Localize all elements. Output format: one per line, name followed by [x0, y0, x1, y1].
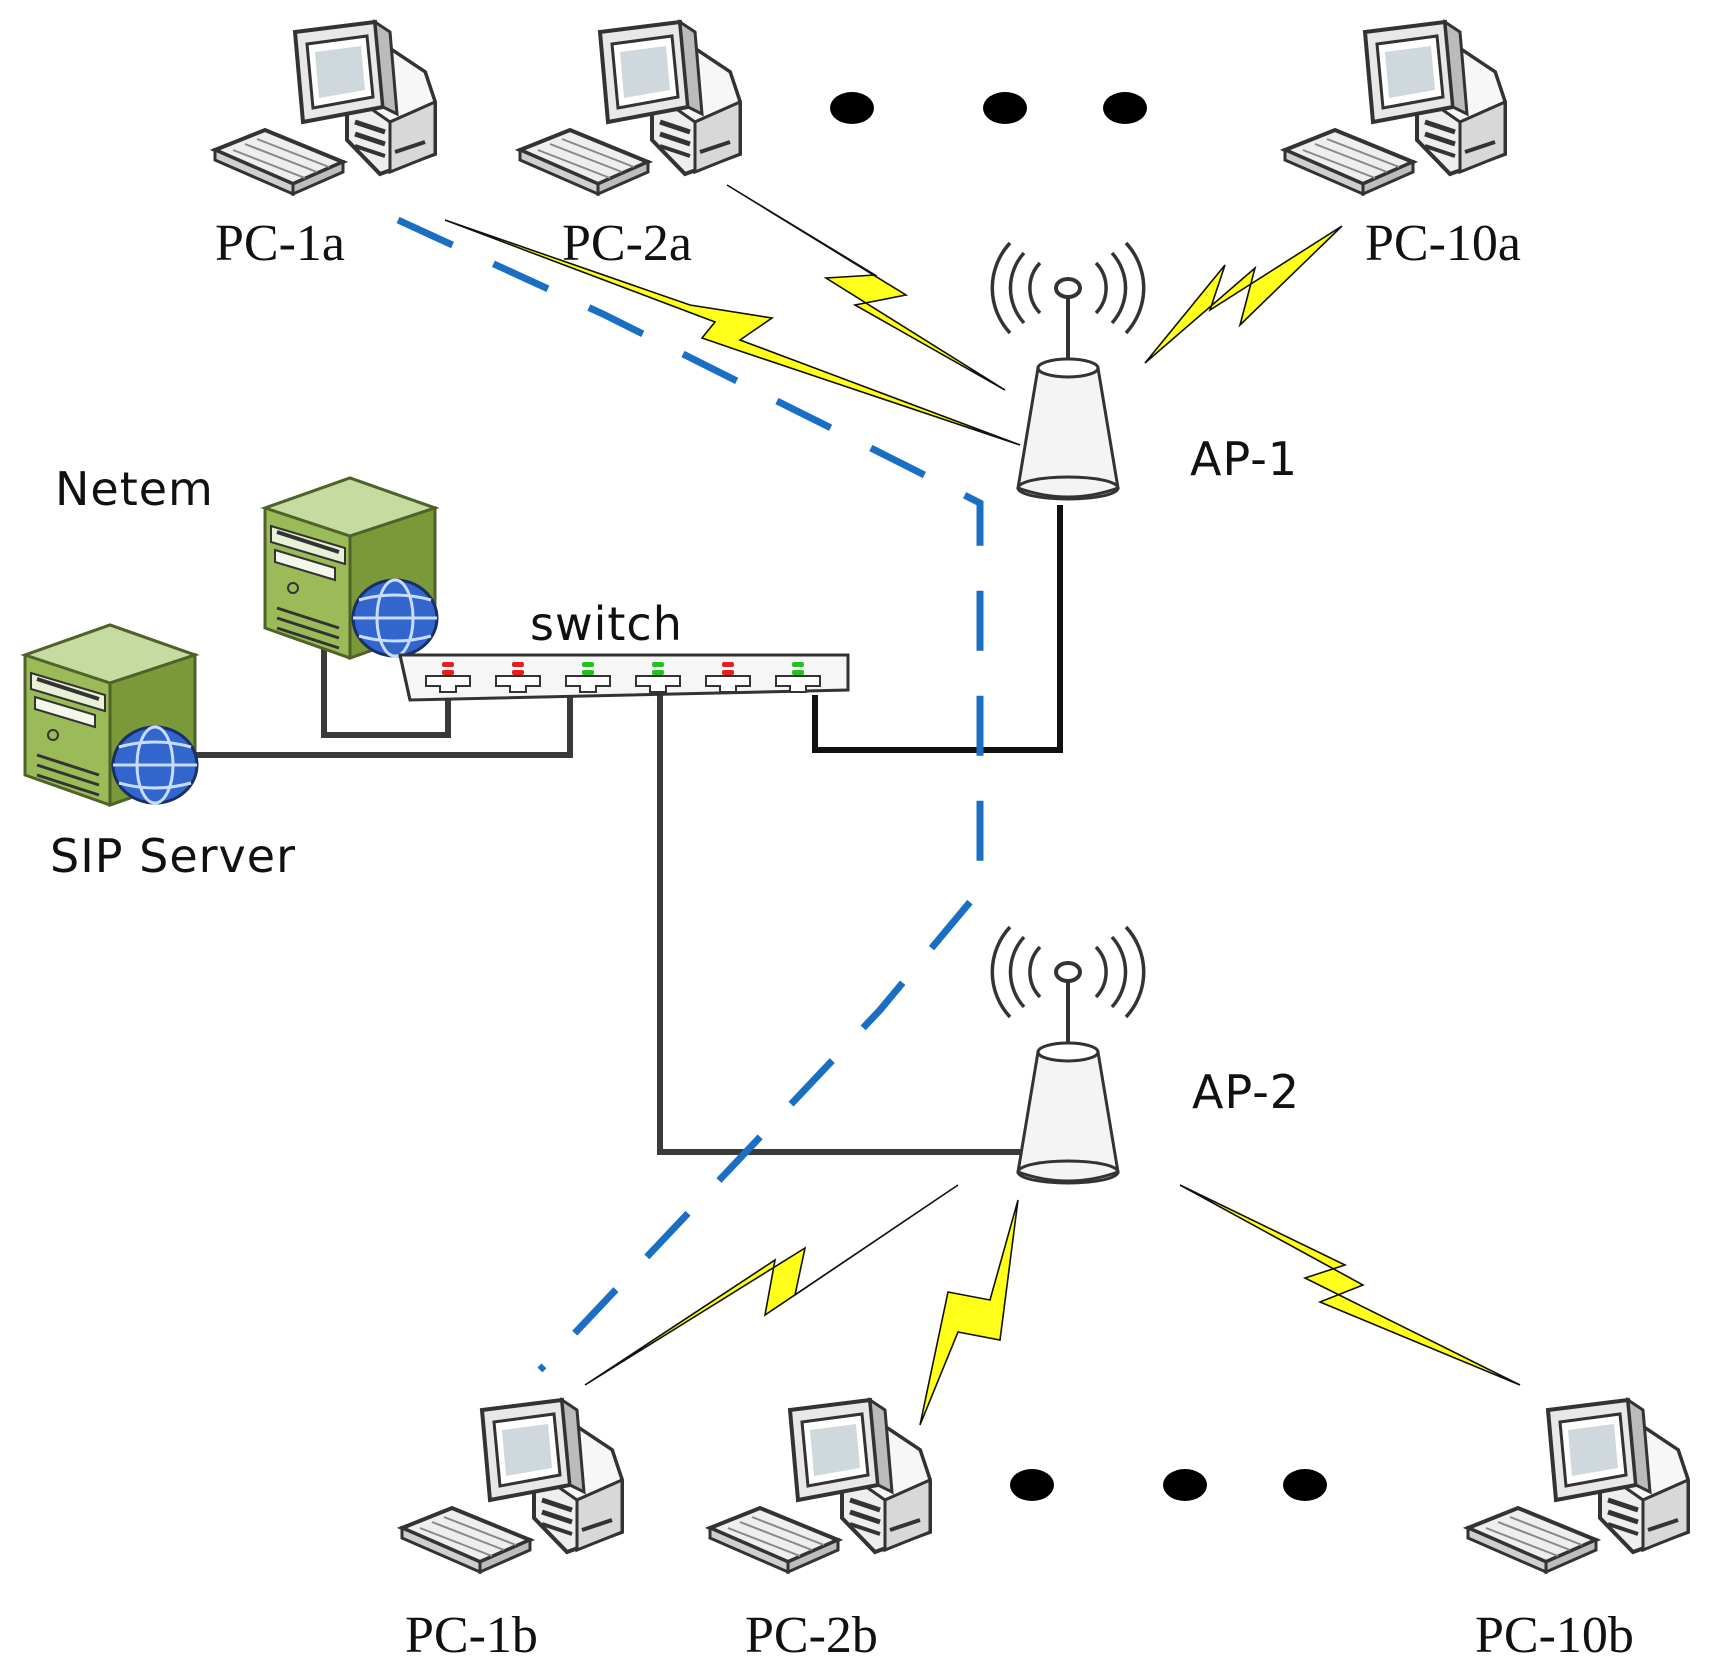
pc-10a-label: PC-10a [1365, 215, 1521, 272]
switch-port-4[interactable] [635, 662, 681, 693]
more-pcs-ellipsis-bottom [1010, 1469, 1327, 1501]
wireless-link-pc10a-ap1 [1144, 225, 1343, 364]
switch-port-led [512, 662, 524, 667]
pc-10b-label: PC-10b [1475, 1607, 1634, 1664]
pc-2a-icon[interactable] [520, 22, 740, 194]
roaming-path [396, 216, 984, 1373]
switch-to-ap2-cable [657, 695, 1030, 1155]
switch-port-led [582, 662, 594, 667]
switch-port-led [652, 670, 664, 675]
switch-port-6[interactable] [775, 662, 821, 693]
switch-port-led [442, 670, 454, 675]
pc-2b-icon[interactable] [710, 1400, 930, 1572]
pc-2b-label: PC-2b [745, 1607, 878, 1664]
switch-port-jack [495, 675, 541, 693]
pc-10b-icon[interactable] [1468, 1400, 1688, 1572]
switch-port-led [512, 670, 524, 675]
switch-port-jack [635, 675, 681, 693]
netem-server-icon[interactable] [263, 476, 439, 660]
switch-port-jack [775, 675, 821, 693]
ap-1-icon[interactable] [990, 241, 1146, 501]
switch-label: switch [530, 597, 683, 651]
switch-port-led [652, 662, 664, 667]
switch-port-5[interactable] [705, 662, 751, 693]
netem-to-switch-cable [321, 640, 451, 738]
more-pcs-ellipsis-top [830, 92, 1147, 124]
sip-server-to-switch-cable [190, 695, 573, 758]
switch-port-led [582, 670, 594, 675]
pc-1a-label: PC-1a [215, 215, 345, 272]
switch-port-led [792, 670, 804, 675]
switch-port-led [722, 662, 734, 667]
ap-2-icon[interactable] [990, 925, 1146, 1185]
switch-to-ap1-cable [812, 505, 1063, 753]
wireless-link-pc10b-ap2 [1179, 1184, 1521, 1386]
pc-1a-icon[interactable] [215, 22, 435, 194]
switch-icon[interactable] [398, 653, 850, 702]
switch-port-3[interactable] [565, 662, 611, 693]
switch-port-jack [565, 675, 611, 693]
switch-port-led [442, 662, 454, 667]
ap-2-label: AP-2 [1192, 1065, 1300, 1119]
sip-server-label: SIP Server [50, 829, 296, 883]
switch-port-led [792, 662, 804, 667]
ap-1-label: AP-1 [1190, 432, 1298, 486]
wireless-link-pc1a-ap1 [444, 219, 1021, 446]
netem-label: Netem [55, 462, 214, 516]
pc-2a-label: PC-2a [562, 215, 692, 272]
pc-10a-icon[interactable] [1285, 22, 1505, 194]
sip-server-icon[interactable] [23, 623, 199, 807]
switch-port-2[interactable] [495, 662, 541, 693]
pc-1b-label: PC-1b [405, 1607, 538, 1664]
wireless-link-pc2b-ap2 [919, 1199, 1019, 1426]
wireless-link-pc1b-ap2 [584, 1184, 959, 1386]
wireless-link-pc2a-ap1 [726, 184, 1006, 391]
switch-port-1[interactable] [425, 662, 471, 693]
switch-port-jack [425, 675, 471, 693]
switch-port-led [722, 670, 734, 675]
switch-port-jack [705, 675, 751, 693]
pc-1b-icon[interactable] [402, 1400, 622, 1572]
